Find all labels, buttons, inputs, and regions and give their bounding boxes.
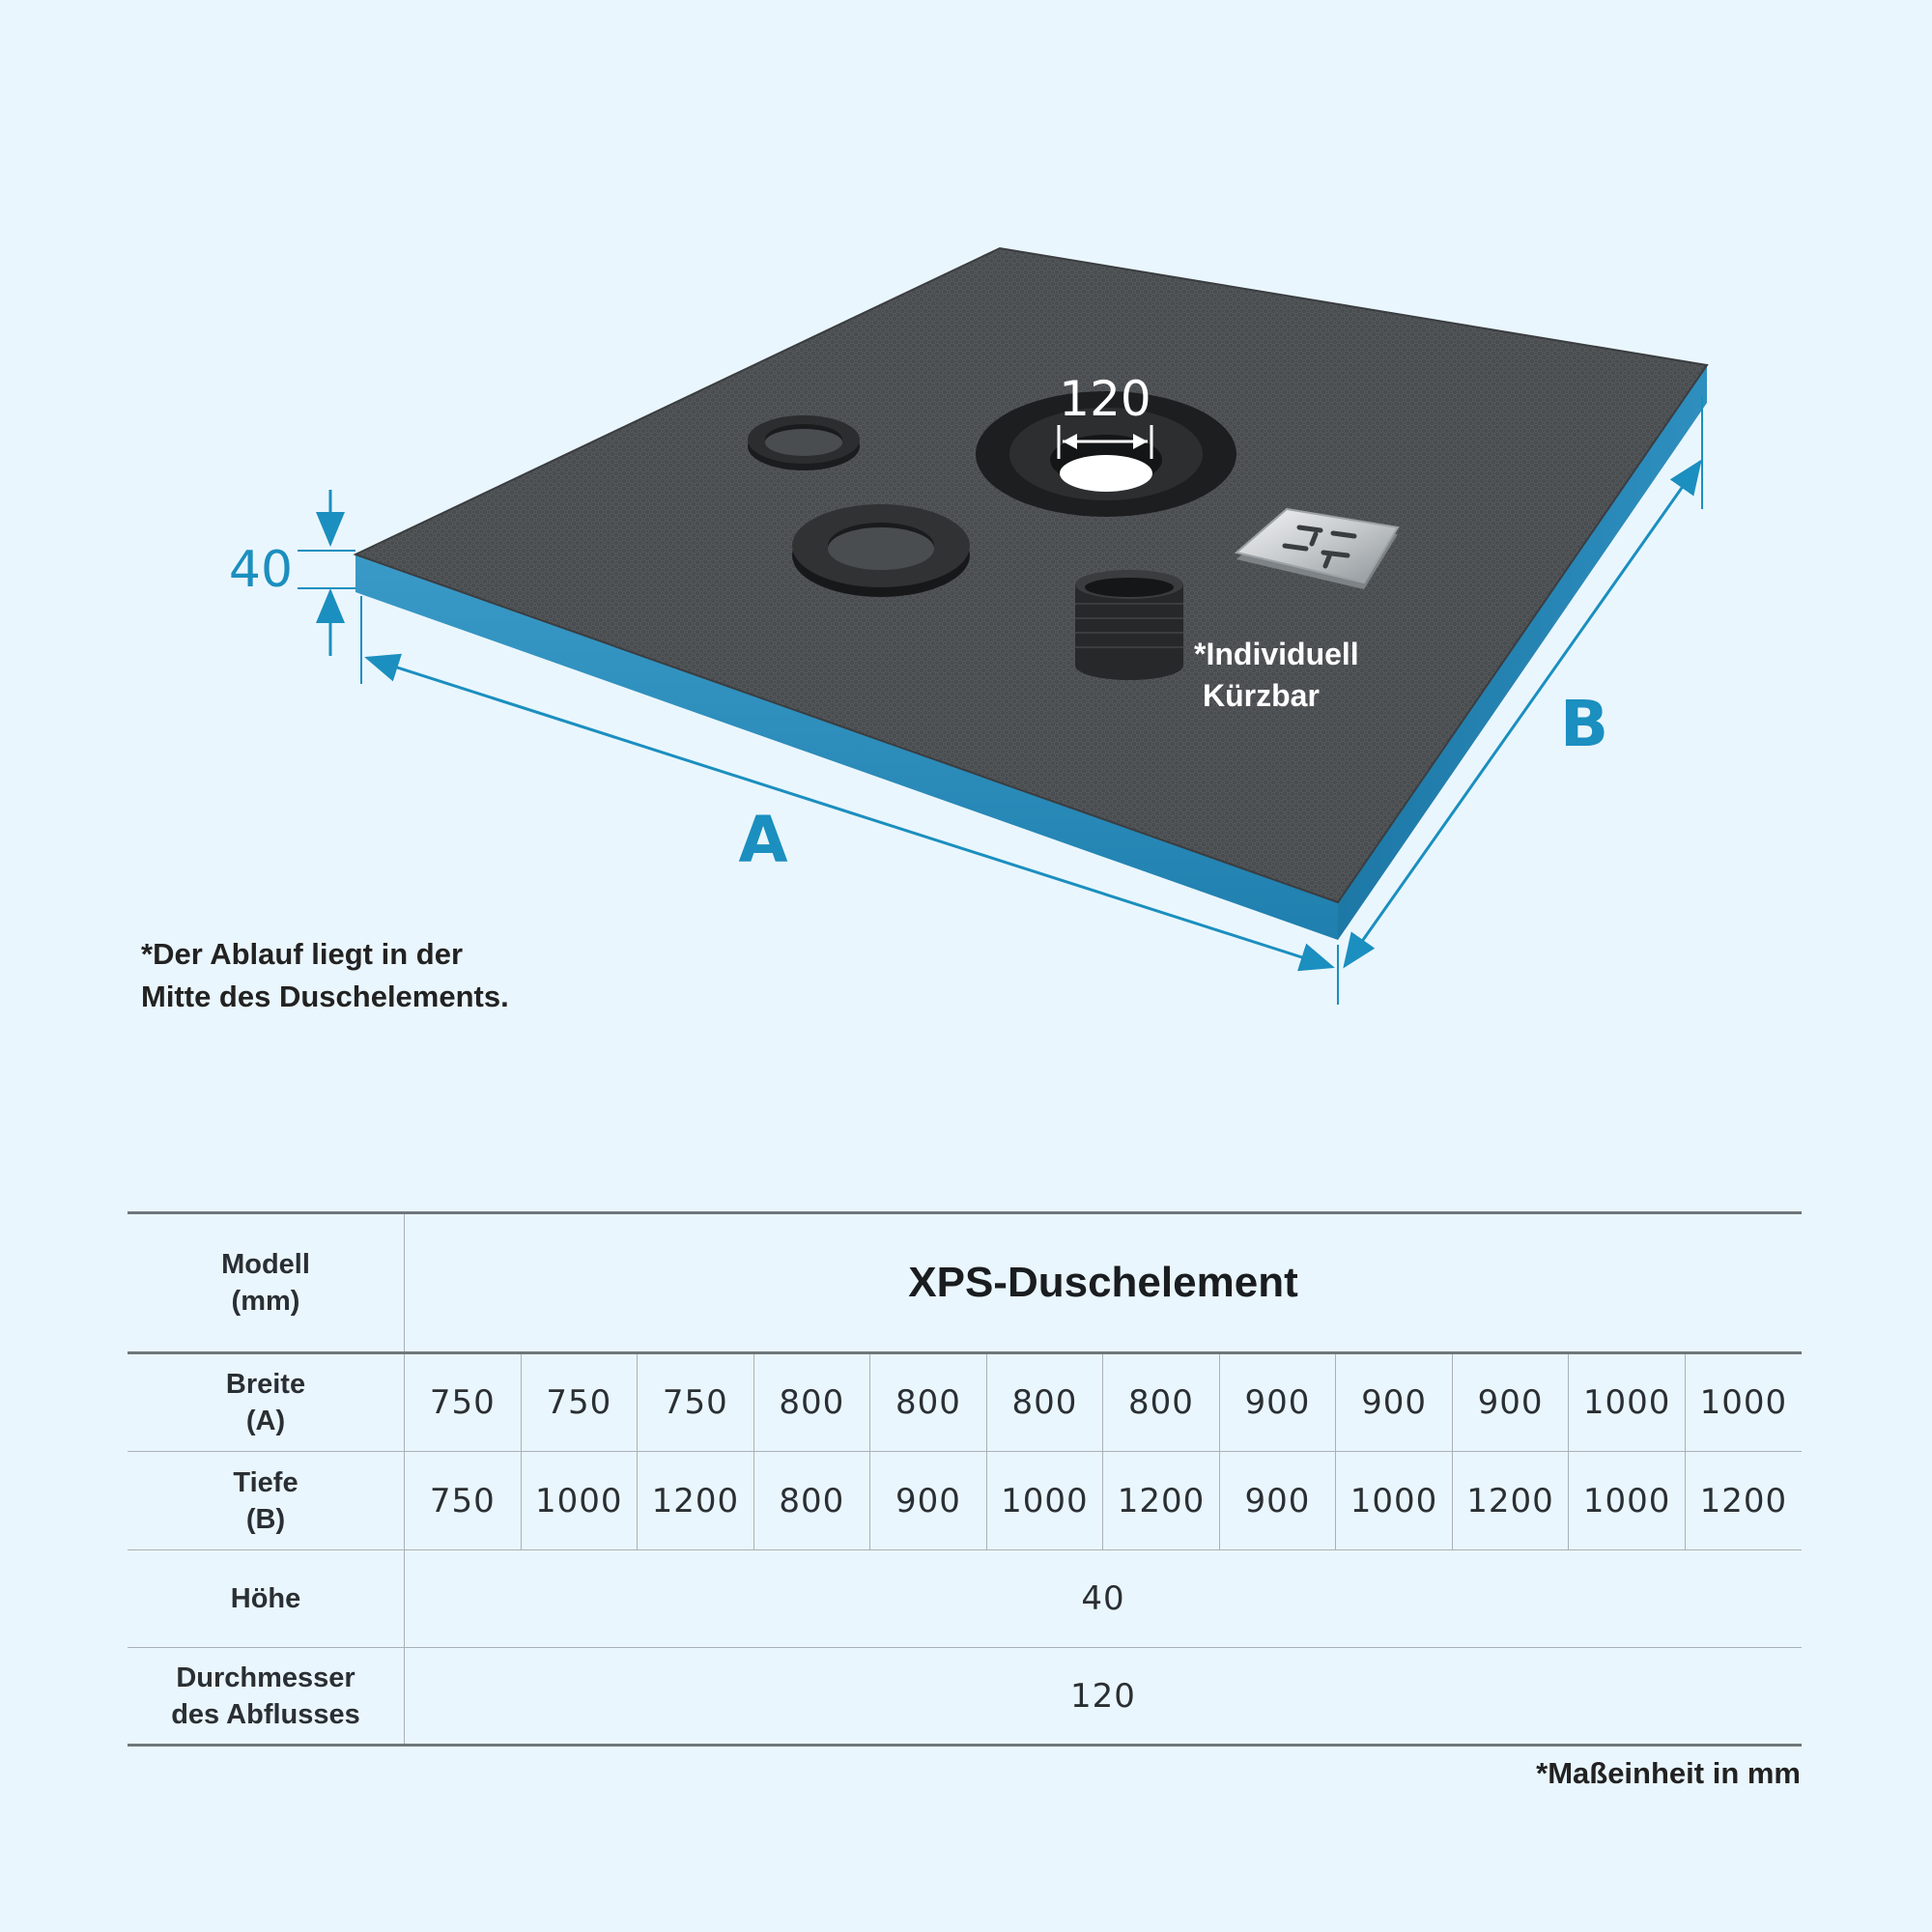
spec-table: Modell (mm) XPS-Duschelement Breite (A) … [128,1211,1802,1747]
height-label: 40 [229,541,293,599]
table-cell: 1000 [520,1451,639,1550]
table-cell: 800 [869,1352,987,1452]
table-cell: 1000 [1568,1451,1686,1550]
table-cell: 800 [985,1352,1104,1452]
table-cell: 900 [1218,1352,1337,1452]
cuttable-callout: *Individuell Kürzbar [1194,637,1359,713]
pipe-extension-part [1075,570,1183,680]
table-header-row: Modell (mm) XPS-Duschelement [128,1212,1802,1353]
table-cell: 800 [1102,1352,1220,1452]
table-cell: 1200 [1451,1451,1570,1550]
dimension-b-label: B [1560,687,1608,761]
depth-dimension-b: B [1343,396,1703,969]
width-dimension-a: A [360,596,1339,1005]
table-cell: 1200 [637,1451,754,1550]
drain-diameter-dimension: 120 [1057,371,1153,459]
table-cell: 1200 [1102,1451,1220,1550]
table-cell: 900 [869,1451,987,1550]
row-label-durchmesser: Durchmesser des Abflusses [128,1647,405,1746]
table-cell: 1000 [1684,1352,1802,1452]
table-cell: 800 [753,1451,871,1550]
table-cell: 1000 [1568,1352,1686,1452]
table-cell: 1000 [1335,1451,1453,1550]
table-cell: 900 [1335,1352,1453,1452]
hoehe-value: 40 [404,1549,1802,1648]
table-cell: 750 [637,1352,754,1452]
table-cell: 900 [1218,1451,1337,1550]
table-row-tiefe: Tiefe (B) 750 1000 1200 800 900 1000 120… [128,1451,1802,1550]
mounting-ring-part [792,504,970,597]
table-cell: 1000 [985,1451,1104,1550]
row-label-hoehe: Höhe [128,1549,405,1648]
seal-ring-part [748,415,860,470]
durchmesser-value: 120 [404,1647,1802,1746]
callout-line-1: *Individuell [1194,637,1359,671]
table-title: XPS-Duschelement [404,1212,1802,1353]
table-cell: 800 [753,1352,871,1452]
height-dimension: 40 [229,490,355,656]
row-label-tiefe: Tiefe (B) [128,1451,405,1550]
drain-position-note: *Der Ablauf liegt in der Mitte des Dusch… [141,937,509,1013]
unit-footnote: *Maßeinheit in mm [1536,1756,1801,1790]
table-cell: 900 [1451,1352,1570,1452]
table-cell: 750 [404,1451,522,1550]
model-label: Modell (mm) [128,1212,405,1353]
table-row-durchmesser: Durchmesser des Abflusses 120 [128,1647,1802,1746]
shower-tray-slab [353,246,1709,940]
table-row-breite: Breite (A) 750 750 750 800 800 800 800 9… [128,1352,1802,1452]
table-row-hoehe: Höhe 40 [128,1549,1802,1648]
table-cell: 1200 [1684,1451,1802,1550]
callout-line-2: Kürzbar [1203,678,1320,713]
shower-tray-diagram: 40 A B 120 *Individuell Kürzbar [229,246,1709,1005]
row-label-breite: Breite (A) [128,1352,405,1452]
table-cell: 750 [404,1352,522,1452]
dimension-a-label: A [738,803,787,877]
table-cell: 750 [520,1352,639,1452]
drain-diameter-label: 120 [1059,371,1151,427]
